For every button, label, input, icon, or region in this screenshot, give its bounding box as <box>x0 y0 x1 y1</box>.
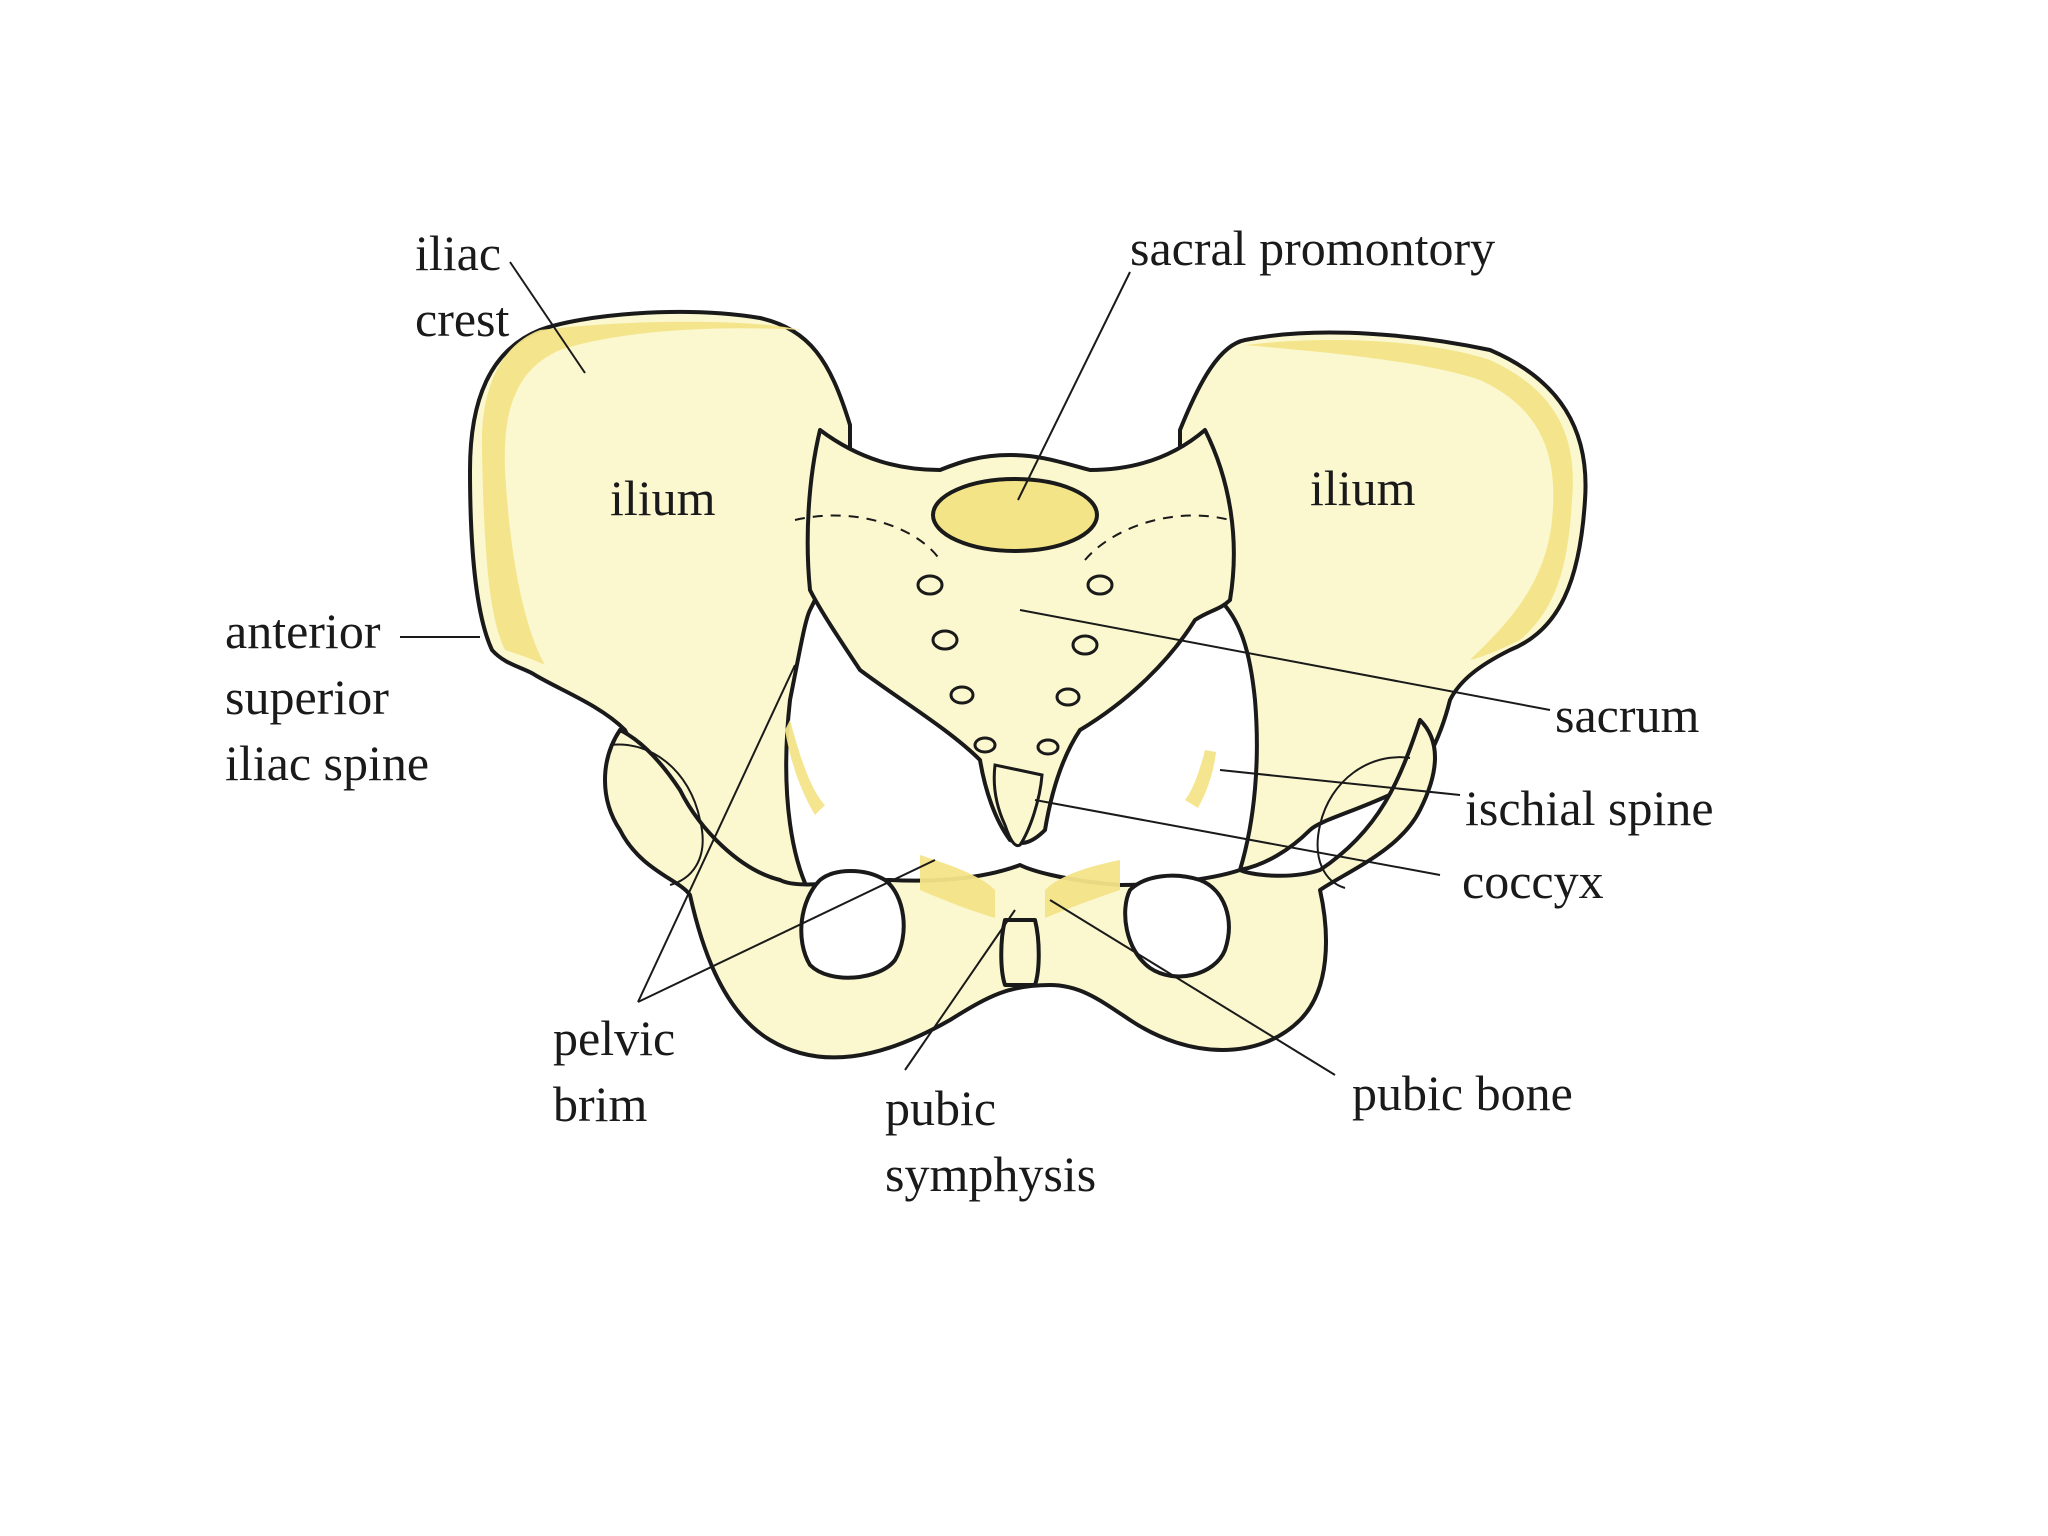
lower-pelvic-ring <box>603 718 1437 1060</box>
right-obturator-foramen <box>1123 873 1231 979</box>
left-acetabulum <box>609 743 704 886</box>
coccyx <box>992 763 1044 848</box>
sacral-foramen <box>973 736 997 754</box>
leader-ischial-spine <box>1219 769 1461 796</box>
pelvic-brim-line <box>794 514 1231 561</box>
sacral-promontory-body <box>931 477 1099 553</box>
label-anterior-superior-iliac-spine: anterior superior iliac spine <box>225 603 430 791</box>
right-ischial-spine-highlight <box>1185 750 1216 808</box>
left-ischial-spine-highlight <box>785 720 825 815</box>
sacral-foramen <box>931 629 959 651</box>
left-pubic-crest-highlight <box>920 855 995 918</box>
right-acetabulum <box>1316 756 1411 889</box>
leader-sacrum <box>1019 609 1551 711</box>
label-coccyx: coccyx <box>1462 853 1604 909</box>
sacral-foramen <box>949 685 975 705</box>
sacral-foramen <box>1071 634 1099 656</box>
leader-coccyx <box>1034 799 1441 876</box>
leader-pelvic-brim-2 <box>637 859 936 1003</box>
leader-pubic-bone <box>1049 899 1336 1076</box>
leader-sacral-promontory <box>1017 271 1131 501</box>
sacrum <box>805 428 1236 845</box>
sacral-foramen <box>1055 687 1081 707</box>
leader-pubic-symphysis <box>904 909 1016 1071</box>
right-ilium <box>1178 330 1588 872</box>
label-iliac-crest: iliac crest <box>415 225 510 347</box>
label-pelvic-brim: pelvic brim <box>553 1010 676 1132</box>
leader-pelvic-brim-1 <box>637 664 796 1003</box>
sacral-foramen <box>916 574 944 596</box>
right-pubic-crest-highlight <box>1045 860 1120 918</box>
leader-iliac-crest <box>509 261 586 374</box>
sacral-foramen <box>1086 574 1114 596</box>
label-pubic-symphysis: pubic symphysis <box>885 1080 1097 1202</box>
sacral-foramen <box>1036 738 1060 756</box>
left-obturator-foramen <box>799 869 906 980</box>
label-pubic-bone: pubic bone <box>1352 1065 1573 1121</box>
label-ischial-spine: ischial spine <box>1465 780 1714 836</box>
label-sacrum: sacrum <box>1555 687 1700 743</box>
label-ilium-right: ilium <box>1310 460 1416 516</box>
label-sacral-promontory: sacral promontory <box>1130 220 1496 276</box>
left-iliac-crest-highlight <box>481 321 800 665</box>
label-ilium-left: ilium <box>610 470 716 526</box>
pubic-symphysis-cartilage <box>999 918 1041 987</box>
